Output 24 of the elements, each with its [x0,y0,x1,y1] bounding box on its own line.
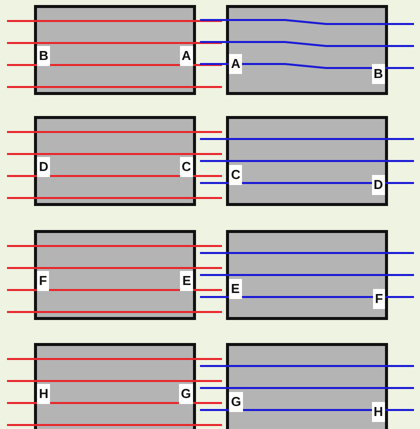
letter-label: H [372,402,385,422]
letter-label: D [37,157,50,177]
letter-label: B [372,64,385,84]
letter-label: C [180,157,193,177]
letter-label: A [229,54,242,74]
rectangle-block [34,5,196,95]
rectangle-block [34,343,196,429]
letter-label: E [180,271,193,291]
rectangle-block [226,116,388,206]
rectangle-block [34,230,196,320]
letter-label: C [229,165,242,185]
letter-label: A [180,46,193,66]
letter-label: G [229,392,244,412]
rectangle-block [34,116,196,206]
letter-label: H [37,384,50,404]
letter-label: G [178,384,193,404]
rectangle-block [226,230,388,320]
letter-label: B [37,46,50,66]
letter-label: F [37,271,49,291]
letter-label: D [372,175,385,195]
letter-label: F [373,289,385,309]
rectangle-block [226,343,388,429]
rectangle-block [226,5,388,95]
letter-label: E [229,279,242,299]
